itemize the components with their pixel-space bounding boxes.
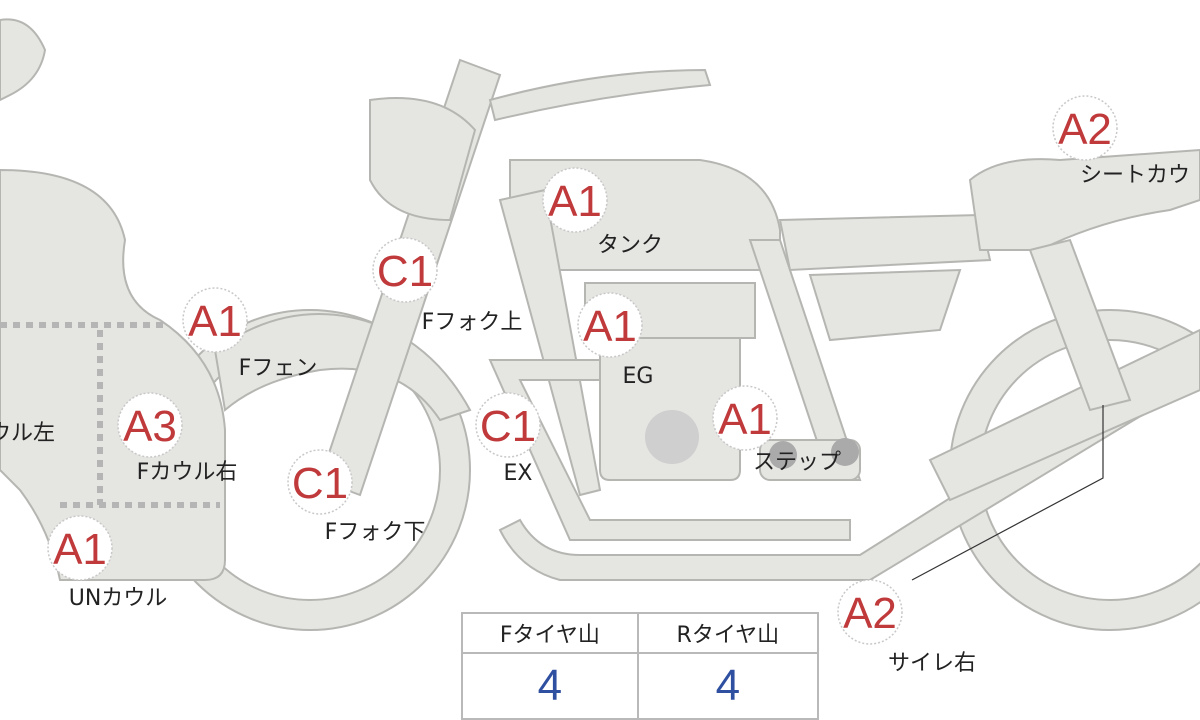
value-front-tire: 4 (461, 652, 639, 720)
front-cowl (0, 168, 226, 581)
svg-text:C1: C1 (377, 247, 433, 296)
cowl-dotted-divider (0, 322, 220, 508)
grade-badge-silencer-right: A2 (837, 579, 903, 645)
grade-badge-front-cowl-right: A3 (117, 392, 183, 458)
value-rear-tire: 4 (636, 652, 820, 720)
grade-badge-seat-cowl: A2 (1052, 95, 1118, 161)
svg-text:A1: A1 (53, 525, 107, 574)
side-cover (808, 268, 962, 342)
svg-text:A1: A1 (583, 302, 637, 351)
label-tank: タンク (597, 233, 663, 258)
label-exhaust: EX (504, 461, 533, 486)
svg-text:C1: C1 (480, 402, 536, 451)
exhaust-pipe (488, 359, 851, 541)
step-peg (769, 441, 797, 469)
tire-tread-table: Fタイヤ山 Rタイヤ山 4 4 (461, 612, 820, 720)
engine (599, 337, 741, 481)
lower-pipe (498, 338, 1200, 581)
seat-cowl (968, 148, 1200, 251)
label-step: ステップ (753, 450, 841, 475)
grade-badge-fork-upper: C1 (372, 237, 438, 303)
grade-badge-tank: A1 (542, 167, 608, 233)
leader-line (911, 405, 1104, 581)
grade-badge-fork-lower: C1 (287, 449, 353, 515)
label-front-fender: Fフェン (239, 356, 318, 381)
grade-badge-front-fender: A1 (182, 287, 248, 353)
grade-badge-engine: A1 (577, 292, 643, 358)
svg-text:A2: A2 (1058, 105, 1112, 154)
grade-badge-step: A1 (712, 385, 778, 451)
headlight (369, 97, 477, 222)
label-front-cowl-left: ウル左 (0, 421, 55, 446)
frame-rear (748, 239, 862, 481)
seat (778, 213, 992, 272)
svg-text:C1: C1 (292, 459, 348, 508)
label-under-cowl: UNカウル (69, 586, 168, 611)
grade-badge-under-cowl: A1 (47, 515, 113, 581)
label-engine: EG (623, 364, 654, 389)
rear-shock (1028, 238, 1132, 412)
svg-text:A1: A1 (718, 395, 772, 444)
svg-text:A3: A3 (123, 402, 177, 451)
windscreen (0, 18, 47, 102)
label-seat-cowl: シートカウ (1080, 163, 1190, 188)
engine-cover (645, 410, 699, 464)
label-silencer-right: サイレ右 (888, 651, 976, 676)
label-fork-upper: Fフォク上 (422, 310, 523, 335)
label-front-cowl-right: Fカウル右 (137, 460, 238, 485)
header-front-tire: Fタイヤ山 (461, 612, 639, 654)
svg-text:A2: A2 (843, 589, 897, 638)
step-peg (831, 438, 859, 466)
grade-badge-exhaust: C1 (475, 392, 541, 458)
svg-text:A1: A1 (188, 297, 242, 346)
frame-down (498, 188, 602, 497)
label-fork-lower: Fフォク下 (325, 520, 426, 545)
header-rear-tire: Rタイヤ山 (636, 612, 820, 654)
handlebar (488, 68, 712, 122)
svg-text:A1: A1 (548, 177, 602, 226)
